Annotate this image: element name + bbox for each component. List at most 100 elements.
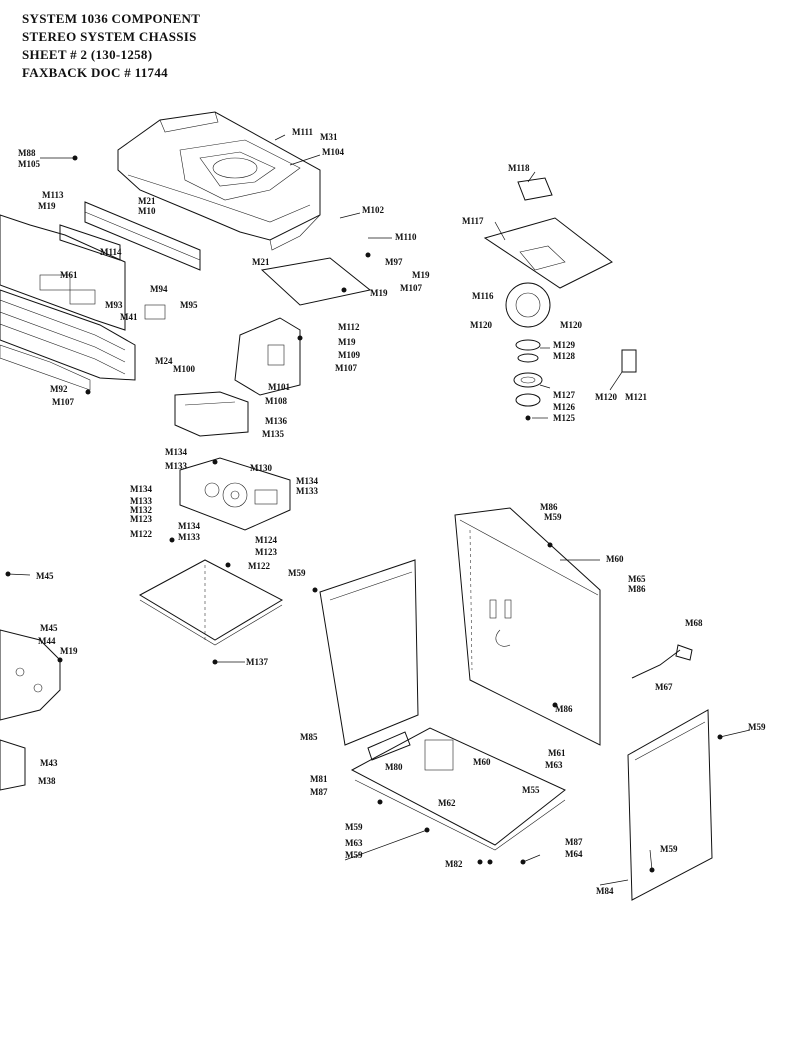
callout: M92: [50, 384, 68, 394]
callout: M137: [246, 657, 268, 667]
callout: M125: [553, 413, 575, 423]
screws: [5, 155, 723, 873]
callout: M95: [180, 300, 198, 310]
callout: M120: [595, 392, 617, 402]
callout: M120: [560, 320, 582, 330]
side-panel-m61: [454, 507, 601, 746]
callout: M88: [18, 148, 36, 158]
callout: M133: [178, 532, 200, 542]
callout: M134: [178, 521, 200, 531]
callout: M10: [138, 206, 156, 216]
callout: M62: [438, 798, 456, 808]
mechanism-bracket: [174, 257, 372, 437]
callout: M120: [470, 320, 492, 330]
callout: M43: [40, 758, 58, 768]
document-header: SYSTEM 1036 COMPONENT STEREO SYSTEM CHAS…: [22, 10, 200, 82]
rear-left-parts: [0, 629, 61, 791]
callout: M67: [655, 682, 673, 692]
callout: M31: [320, 132, 338, 142]
callout: M44: [38, 636, 56, 646]
callout: M133: [165, 461, 187, 471]
callout: M19: [338, 337, 356, 347]
callout-labels: M88 M105 M113 M19 M21 M10 M114 M61 M94 M…: [18, 127, 766, 896]
header-line-3: SHEET # 2 (130-1258): [22, 47, 153, 62]
callout: M105: [18, 159, 40, 169]
callout: M112: [338, 322, 360, 332]
bottom-chassis: [350, 727, 566, 851]
leader-lines: [7, 134, 751, 886]
callout: M100: [173, 364, 195, 374]
callout: M61: [548, 748, 566, 758]
callout: M80: [385, 762, 403, 772]
callout: M81: [310, 774, 328, 784]
callout: M133: [130, 496, 152, 506]
callout: M64: [565, 849, 583, 859]
callout: M86: [540, 502, 558, 512]
callout: M24: [155, 356, 173, 366]
rear-panel-m85: [319, 559, 419, 746]
callout: M87: [565, 837, 583, 847]
callout: M59: [544, 512, 562, 522]
callout: M65: [628, 574, 646, 584]
callout: M63: [545, 760, 563, 770]
turntable-assembly: [483, 177, 637, 407]
callout: M107: [400, 283, 422, 293]
callout: M63: [345, 838, 363, 848]
callout: M111: [292, 127, 314, 137]
callout: M132: [130, 505, 152, 515]
callout: M136: [265, 416, 287, 426]
callout: M134: [130, 484, 152, 494]
callout: M38: [38, 776, 56, 786]
callout: M93: [105, 300, 123, 310]
callout: M116: [472, 291, 494, 301]
front-panel-assembly: [0, 201, 201, 391]
callout: M45: [40, 623, 58, 633]
header-line-4: FAXBACK DOC # 11744: [22, 65, 168, 80]
callout: M128: [553, 351, 575, 361]
callout: M134: [296, 476, 318, 486]
callout: M118: [508, 163, 530, 173]
callout: M59: [660, 844, 678, 854]
callout: M114: [100, 247, 122, 257]
callout: M94: [150, 284, 168, 294]
back-panel-m84: [627, 709, 713, 901]
callout: M60: [606, 554, 624, 564]
callout: M122: [130, 529, 152, 539]
callout: M59: [288, 568, 306, 578]
callout: M107: [52, 397, 74, 407]
callout: M102: [362, 205, 384, 215]
callout: M55: [522, 785, 540, 795]
callout: M117: [462, 216, 484, 226]
callout: M113: [42, 190, 64, 200]
callout: M21: [252, 257, 270, 267]
callout: M59: [748, 722, 766, 732]
callout: M107: [335, 363, 357, 373]
callout: M84: [596, 886, 614, 896]
callout: M19: [60, 646, 78, 656]
callout: M59: [345, 850, 363, 860]
callout: M61: [60, 270, 78, 280]
callout: M85: [300, 732, 318, 742]
callout: M101: [268, 382, 290, 392]
callout: M121: [625, 392, 647, 402]
power-cord-m68: [631, 644, 693, 679]
callout: M126: [553, 402, 575, 412]
callout: M127: [553, 390, 575, 400]
callout: M109: [338, 350, 360, 360]
callout: M68: [685, 618, 703, 628]
callout: M86: [628, 584, 646, 594]
callout: M60: [473, 757, 491, 767]
callout: M108: [265, 396, 287, 406]
callout: M134: [165, 447, 187, 457]
header-line-1: SYSTEM 1036 COMPONENT: [22, 11, 201, 26]
header-line-2: STEREO SYSTEM CHASSIS: [22, 29, 197, 44]
callout: M130: [250, 463, 272, 473]
callout: M21: [138, 196, 156, 206]
callout: M45: [36, 571, 54, 581]
callout: M122: [248, 561, 270, 571]
callout: M86: [555, 704, 573, 714]
callout: M19: [38, 201, 56, 211]
callout: M41: [120, 312, 138, 322]
